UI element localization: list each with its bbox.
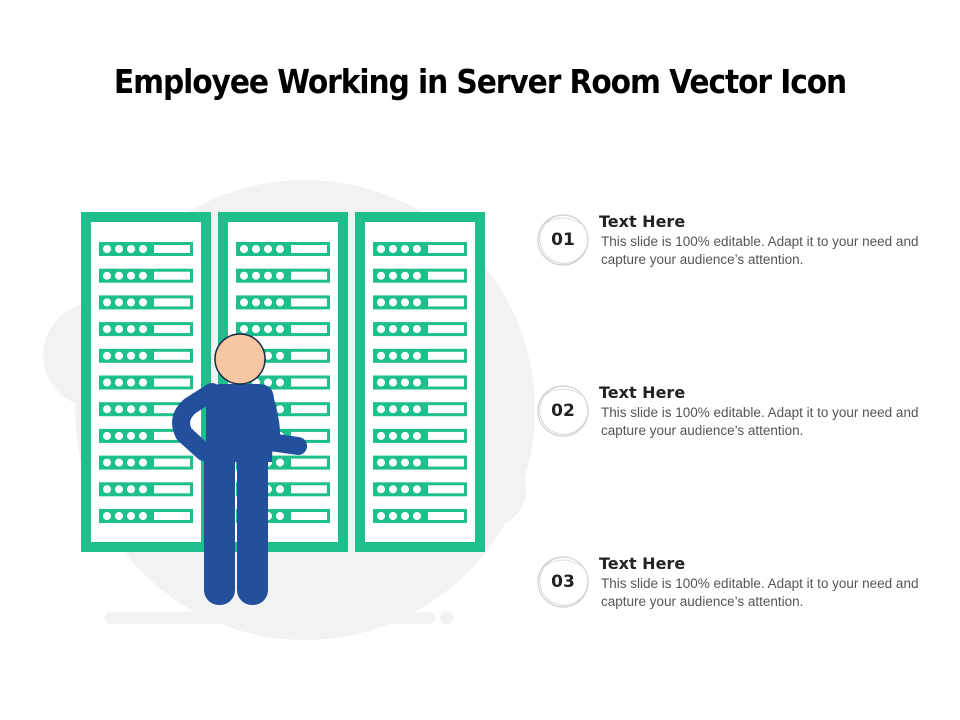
server-unit xyxy=(99,242,193,256)
step-description: This slide is 100% editable. Adapt it to… xyxy=(601,405,919,438)
hand-drawn-circle-icon xyxy=(537,385,589,437)
server-rack-units xyxy=(99,242,467,523)
server-unit xyxy=(99,402,193,417)
server-unit xyxy=(236,242,330,256)
server-unit xyxy=(99,348,193,363)
server-unit xyxy=(99,268,193,283)
step-01: 01 Text Here This slide is 100% editable… xyxy=(535,212,935,272)
step-badge: 02 xyxy=(535,383,591,439)
server-racks xyxy=(81,212,485,552)
server-unit xyxy=(99,375,193,390)
step-description: This slide is 100% editable. Adapt it to… xyxy=(601,234,919,267)
server-unit xyxy=(99,295,193,310)
step-badge: 03 xyxy=(535,554,591,610)
hand-drawn-circle-icon xyxy=(537,214,589,266)
server-unit xyxy=(373,322,467,337)
server-unit xyxy=(373,482,467,497)
step-title: Text Here xyxy=(599,383,686,402)
step-title: Text Here xyxy=(599,212,686,231)
employee-arm-left xyxy=(172,383,221,461)
step-03: 03 Text Here This slide is 100% editable… xyxy=(535,554,935,614)
page-title: Employee Working in Server Room Vector I… xyxy=(113,62,847,101)
server-unit xyxy=(99,509,193,523)
hand-drawn-circle-icon xyxy=(537,556,589,608)
server-unit xyxy=(236,322,330,337)
employee-leg-left xyxy=(204,435,235,605)
employee-head xyxy=(214,333,266,385)
server-unit xyxy=(99,322,193,337)
employee-figure xyxy=(172,333,307,605)
server-unit xyxy=(373,268,467,283)
step-number: 01 xyxy=(551,230,575,250)
server-unit xyxy=(236,295,330,310)
server-unit xyxy=(373,455,467,470)
server-unit xyxy=(236,268,330,283)
step-number: 02 xyxy=(551,401,575,421)
step-title: Text Here xyxy=(599,554,686,573)
server-unit xyxy=(99,482,193,497)
server-unit xyxy=(373,428,467,443)
step-02: 02 Text Here This slide is 100% editable… xyxy=(535,383,935,443)
server-unit xyxy=(99,428,193,443)
server-unit xyxy=(373,242,467,256)
server-unit xyxy=(373,295,467,310)
step-number: 03 xyxy=(551,572,575,592)
employee-arm-right xyxy=(255,387,307,455)
server-unit xyxy=(373,402,467,417)
server-unit xyxy=(373,375,467,390)
server-unit xyxy=(99,455,193,470)
server-unit xyxy=(373,348,467,363)
step-description: This slide is 100% editable. Adapt it to… xyxy=(601,576,919,609)
server-unit xyxy=(373,509,467,523)
employee-leg-right xyxy=(237,435,268,605)
step-badge: 01 xyxy=(535,212,591,268)
